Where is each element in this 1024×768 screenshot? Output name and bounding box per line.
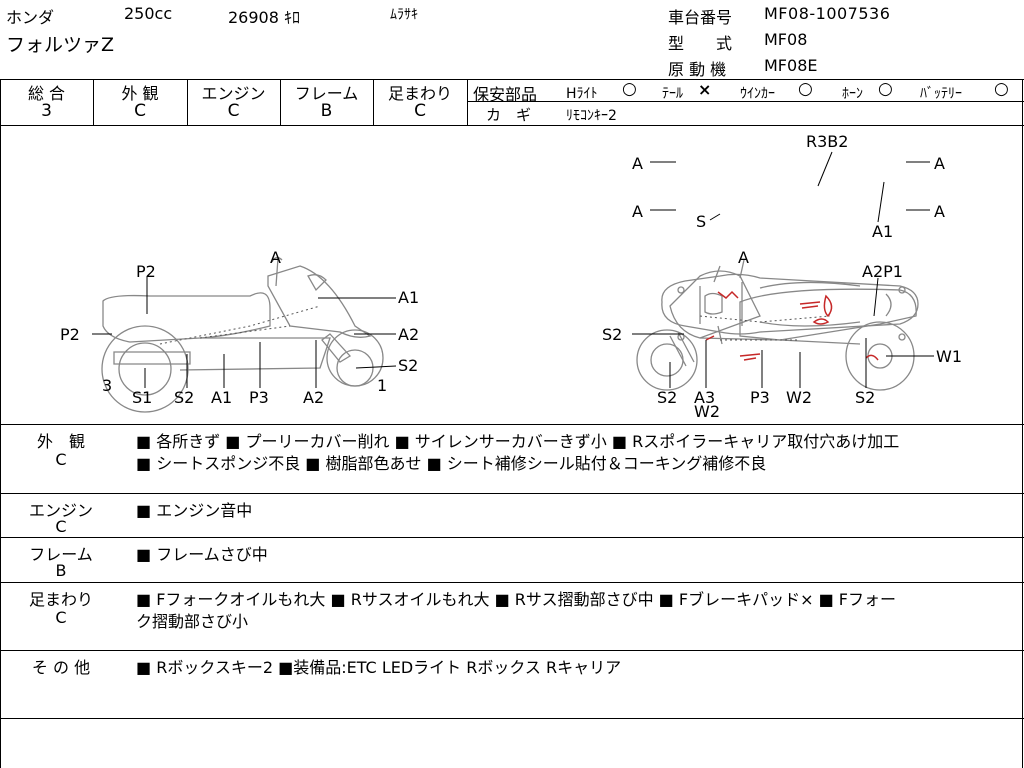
right-label-w2-a: W2 [694,402,720,421]
right-label-w1: W1 [936,347,962,366]
safety-item-headlight: Hﾗｲﾄ [566,86,598,102]
note-line-exterior-2: ■ シートスポンジ不良 ■ 樹脂部色あせ ■ シート補修シール貼付＆コーキング補… [136,454,767,473]
rating-suspension-label: 足まわり [387,84,452,103]
rating-overall-label: 総 合 [27,84,66,103]
frame-no-label: 車台番号 [668,8,733,27]
rating-exterior-value: C [134,101,146,121]
safety-mark-headlight: ○ [622,79,637,99]
key-value: ﾘﾓｺﾝｷｰ2 [566,108,617,124]
left-label-a-top: A [270,248,281,267]
color: ﾑﾗｻｷ [390,7,418,23]
note-line-frame-1: ■ フレームさび中 [136,545,268,564]
left-view-guides [159,305,321,345]
safety-item-horn: ﾎｰﾝ [842,86,863,102]
safety-mark-winker: ○ [798,79,813,99]
note-grade-engine: C [55,517,67,536]
note-cat-suspension: 足まわり [28,590,93,609]
safety-mark-tail: × [698,80,712,99]
rating-suspension-value: C [414,101,426,121]
rating-exterior-label: 外 観 [121,84,159,103]
left-label-s1: S1 [132,388,153,407]
top-label-a-left1: A [632,154,643,173]
note-cat-frame: フレーム [29,545,93,564]
note-grade-frame: B [55,561,67,580]
note-line-other-1: ■ Rボックスキー2 ■装備品:ETC LEDライト Rボックス Rキャリア [136,658,622,677]
damage-marks-top [799,294,833,325]
displacement: 250cc [124,4,173,23]
right-label-a3: A3 [694,388,716,407]
note-cat-other: そ の 他 [31,658,91,677]
note-line-engine-1: ■ エンジン音中 [136,501,253,520]
safety-mark-horn: ○ [878,79,893,99]
frame-no: MF08-1007536 [764,4,891,23]
right-label-a-top: A [738,248,749,267]
type-value: MF08 [764,30,808,49]
note-cat-engine: エンジン [28,501,93,520]
right-label-a2p1: A2P1 [862,262,903,281]
rating-engine-value: C [227,101,240,121]
type-label: 型 式 [668,34,733,53]
safety-item-winker: ｳｲﾝｶｰ [740,86,775,102]
key-label: カ ギ [486,106,532,124]
note-grade-suspension: C [55,608,67,627]
damage-diagram [92,151,934,413]
right-label-s2: S2 [657,388,678,407]
rating-overall-value: 3 [41,101,52,121]
left-label-p2-top: P2 [136,262,156,281]
left-label-a2-right: A2 [398,325,420,344]
safety-mark-battery: ○ [994,79,1009,99]
right-label-p3: P3 [750,388,770,407]
maker: ホンダ [6,8,55,27]
top-label-s: S [696,212,707,231]
right-view-guides [699,315,831,341]
safety-item-tail: ﾃｰﾙ [662,86,683,102]
right-label-w2: W2 [786,388,812,407]
left-label-a1: A1 [211,388,233,407]
rating-engine-label: エンジン [201,84,266,103]
engine-value: MF08E [764,56,818,75]
rating-frame-value: B [320,101,333,121]
left-label-p3: P3 [249,388,269,407]
scooter-top-view [661,265,919,345]
top-label-r3b2: R3B2 [806,132,849,151]
left-label-s2: S2 [174,388,195,407]
scooter-left-view [101,256,384,413]
top-label-a1: A1 [872,222,894,241]
top-label-a-right1: A [934,154,945,173]
note-line-suspension-2: ク摺動部さび小 [136,612,249,631]
top-label-a-right2: A [934,202,945,221]
left-label-1: 1 [377,376,388,395]
left-label-p2-left: P2 [60,325,80,344]
model-name: フォルツァZ [6,34,115,56]
leader-lines-right [632,277,934,388]
note-cat-exterior: 外 観 [36,432,85,451]
engine-label: 原 動 機 [668,60,727,79]
damage-marks-right [705,290,879,361]
leader-lines-top [650,151,930,223]
left-label-s2-right: S2 [398,356,419,375]
right-label-s2-left: S2 [602,325,623,344]
note-grade-exterior: C [55,450,67,469]
leader-lines-left [92,276,397,388]
rating-frame-label: フレーム [294,84,359,103]
safety-label: 保安部品 [473,85,538,104]
mileage: 26908 ｷﾛ [228,8,300,27]
left-label-a2: A2 [303,388,325,407]
note-line-suspension-1: ■ Fフォークオイルもれ大 ■ Rサスオイルもれ大 ■ Rサス摺動部さび中 ■ … [136,590,896,609]
right-label-s2b: S2 [855,388,876,407]
note-line-exterior-1: ■ 各所きず ■ プーリーカバー削れ ■ サイレンサーカバーきず小 ■ Rスポイ… [136,432,900,451]
top-label-a-left2: A [632,202,643,221]
left-label-a1-right: A1 [398,288,420,307]
safety-item-battery: ﾊﾞｯﾃﾘｰ [920,86,962,102]
left-label-3: 3 [102,376,113,395]
